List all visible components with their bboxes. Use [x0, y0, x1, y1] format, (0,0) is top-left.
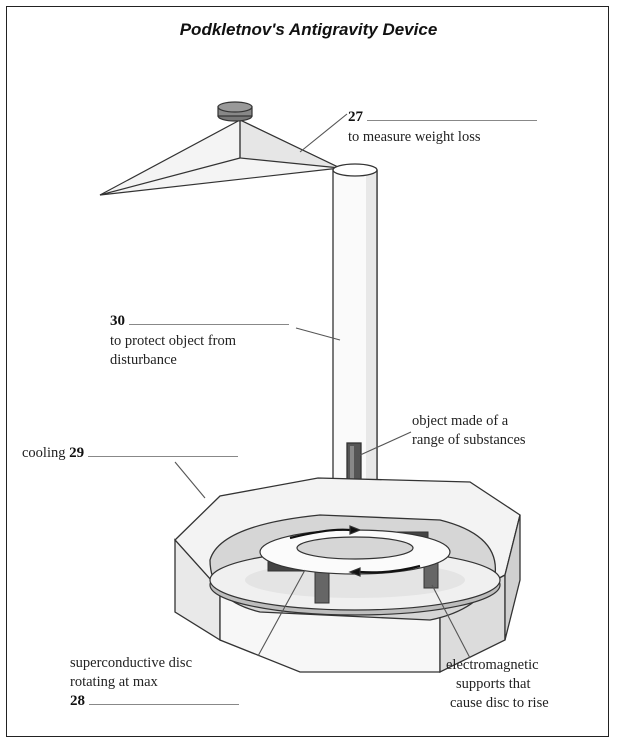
object-label-line1: object made of a [412, 412, 508, 431]
label-30: 30 [110, 312, 289, 331]
answer-blank-29[interactable] [88, 444, 238, 457]
answer-blank-30[interactable] [129, 312, 289, 325]
label-30-line2: disturbance [110, 351, 177, 370]
label-29: cooling 29 [22, 444, 238, 463]
question-number-28: 28 [70, 693, 85, 709]
label-27-text: to measure weight loss [348, 128, 481, 147]
label-27: 27 [348, 108, 537, 127]
cooling-label: cooling [22, 445, 66, 461]
disc-label-line1: superconductive disc [70, 654, 192, 673]
answer-blank-28[interactable] [89, 692, 239, 705]
supports-label-line2: supports that [456, 675, 531, 694]
supports-label-line1: electromagnetic [446, 656, 539, 675]
answer-blank-27[interactable] [367, 108, 537, 121]
label-30-line1: to protect object from [110, 332, 236, 351]
supports-label-line3: cause disc to rise [450, 694, 549, 713]
question-number-29: 29 [69, 445, 84, 461]
label-28: 28 [70, 692, 239, 711]
diagram-title: Podkletnov's Antigravity Device [0, 20, 617, 40]
question-number-30: 30 [110, 313, 125, 329]
object-label-line2: range of substances [412, 431, 526, 450]
protective-tube [333, 164, 377, 505]
question-number-27: 27 [348, 109, 363, 125]
disc-label-line2: rotating at max [70, 673, 158, 692]
